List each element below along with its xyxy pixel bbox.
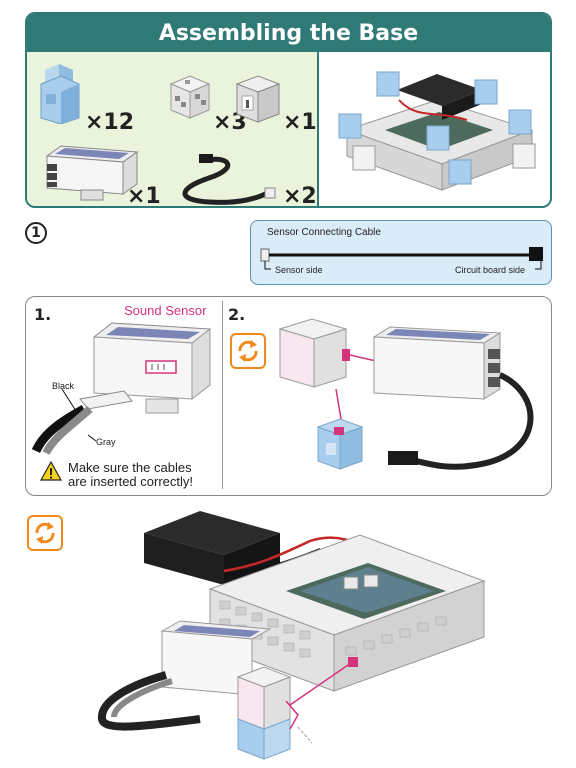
parts-list: ×12 ×3 ×1 (27, 52, 319, 208)
rotate-icon-bottom (27, 515, 63, 551)
cable-qty: ×2 (283, 184, 317, 208)
gray-cube-icon (235, 75, 281, 123)
final-assembly-illustration (98, 511, 486, 760)
cable-plug-closeup (32, 388, 133, 455)
steps-panel: 1. Sound Sensor Black Gray Make sure the… (25, 296, 552, 496)
sound-sensor-icon (45, 145, 139, 201)
rotate-icon (230, 333, 266, 369)
assembled-base-preview (319, 52, 550, 206)
substep-2-illustration (278, 318, 534, 470)
title-bar: Assembling the Base (27, 14, 550, 52)
sound-sensor-label: Sound Sensor (124, 303, 207, 318)
gray-wire-label: Gray (96, 437, 116, 447)
cable-icon (182, 154, 276, 205)
sensor-qty: ×1 (127, 184, 161, 208)
substep-2-number: 2. (228, 305, 246, 324)
blue-cube-qty: ×12 (85, 110, 135, 135)
cable-diagram (260, 247, 543, 270)
warning-icon (40, 461, 62, 481)
gray-cube-qty: ×1 (283, 110, 317, 135)
cable-title: Sensor Connecting Cable (267, 227, 381, 238)
page-title: Assembling the Base (158, 20, 419, 46)
step-number: 1 (25, 222, 47, 244)
warning-line-1: Make sure the cables (68, 460, 192, 475)
white-cube-icon (169, 75, 211, 119)
black-wire-label: Black (52, 381, 75, 391)
assembled-base-illustration (338, 71, 536, 191)
board-side-label: Circuit board side (455, 265, 526, 275)
cable-info-box: Sensor Connecting Cable Sensor side Circ… (250, 220, 552, 285)
sensor-side-label: Sensor side (275, 265, 323, 275)
steps-divider (222, 301, 223, 489)
substep-1-number: 1. (34, 305, 52, 324)
blue-cube-icon (40, 64, 80, 124)
warning-line-2: are inserted correctly! (68, 474, 193, 489)
sound-sensor-closeup (92, 322, 212, 414)
parts-panel: Assembling the Base ×12 ×3 (25, 12, 552, 208)
